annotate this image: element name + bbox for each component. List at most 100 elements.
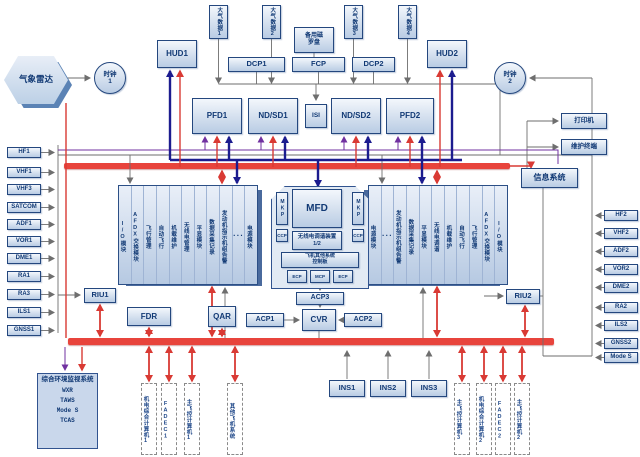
ima-cabinet-right: 电源模块 ··· 发动机指示机组告警 数据采集记录 平显模块 无线电调谐 机载维… — [368, 185, 508, 285]
acp3: ACP3 — [296, 292, 344, 305]
mkp-right: MKP — [352, 192, 364, 225]
radio-gnss1: GNSS1 — [7, 325, 41, 336]
dcp1: DCP1 — [228, 57, 285, 72]
mkp-left: MKP — [276, 192, 288, 225]
ins3: INS3 — [411, 380, 447, 397]
surveillance-taws: TAWS — [60, 396, 75, 404]
fcp: FCP — [292, 57, 345, 72]
module-fms-1: 飞行管理 — [144, 186, 157, 284]
other-aircraft-systems: 其他飞机系统 — [227, 383, 243, 455]
module-afdx-1: AFDX交换模块 — [132, 186, 145, 284]
primary-fcc-3: 主飞控计算机3 — [454, 383, 470, 455]
primary-fcc-1: 主飞控计算机1 — [184, 383, 200, 455]
radio-gnss2: GNSS2 — [604, 338, 638, 349]
radio-tuning-unit: 无线电调谐装置 1/2 — [292, 231, 342, 250]
riu2: RIU2 — [506, 289, 540, 304]
radio-ra3: RA3 — [7, 289, 41, 300]
module-power-1: 电源模块 — [245, 225, 252, 249]
hud1: HUD1 — [157, 40, 197, 68]
surveillance-title: 综合环境监视系统 — [41, 376, 94, 383]
pfd1: PFD1 — [192, 98, 242, 134]
fadec2: FADEC2 — [495, 383, 511, 455]
isi: ISI — [305, 104, 327, 128]
radio-dme2: DME2 — [604, 282, 638, 293]
info-system: 信息系统 — [521, 168, 578, 188]
fadec1: FADEC1 — [161, 383, 177, 455]
sub-panel-3: ECP — [333, 270, 353, 283]
radio-ils2: ILS2 — [604, 320, 638, 331]
surveillance-wxr: WXR — [62, 386, 73, 394]
acp2: ACP2 — [344, 313, 382, 327]
ins2: INS2 — [370, 380, 406, 397]
weather-radar: 气象雷达 — [4, 56, 68, 104]
radio-vhf2: VHF2 — [604, 228, 638, 239]
radio-vor2: VOR2 — [604, 264, 638, 275]
nd-sd2: ND/SD2 — [331, 98, 381, 134]
module-eicas-1: 发动机指示机组告警 — [220, 186, 233, 284]
air-data-2: 大气数据2 — [262, 5, 281, 39]
printer: 打印机 — [561, 113, 607, 129]
clock-1: 时钟 1 — [94, 62, 126, 94]
module-autoflight-2: 自动飞行 — [457, 186, 471, 284]
system-bus-bottom — [68, 338, 554, 345]
module-hud-2: 平显模块 — [420, 186, 433, 284]
dcp2: DCP2 — [352, 57, 395, 72]
radio-satcom: SATCOM — [7, 202, 41, 213]
radio-ra2: RA2 — [604, 302, 638, 313]
module-maintenance-2: 机载维护 — [445, 186, 458, 284]
radio-ra1: RA1 — [7, 271, 41, 282]
other-systems-control-panel: 飞机其他系统 控制板 — [281, 252, 359, 268]
ins1: INS1 — [329, 380, 365, 397]
radio-vhf1: VHF1 — [7, 167, 41, 178]
surveillance-tcas: TCAS — [60, 416, 75, 424]
mfd: MFD — [292, 189, 342, 228]
radio-vhf3: VHF3 — [7, 184, 41, 195]
radio-adf1: ADF1 — [7, 219, 41, 230]
hud2: HUD2 — [427, 40, 467, 68]
utility-computer-1: 机电综合计算机1 — [141, 383, 157, 455]
clock-2: 时钟 2 — [494, 62, 526, 94]
radio-ils1: ILS1 — [7, 307, 41, 318]
module-radio-tuning-2: 无线电调谐 — [432, 186, 445, 284]
air-data-1: 大气数据1 — [209, 5, 228, 39]
cvr: CVR — [302, 309, 336, 331]
air-data-4: 大气数据4 — [398, 5, 417, 39]
radio-vor1: VOR1 — [7, 236, 41, 247]
ima-cabinet-left: I/O模块 AFDX交换模块 飞行管理 自动飞行 机载维护 无线电管理 平显模块… — [118, 185, 258, 285]
primary-fcc-2: 主飞控计算机2 — [514, 383, 530, 455]
maintenance-terminal: 维护终端 — [561, 139, 607, 155]
fdr: FDR — [127, 307, 171, 326]
standby-compass: 备用磁 罗盘 — [294, 27, 334, 53]
module-eicas-2: 发动机指示机组告警 — [394, 186, 407, 284]
module-ellipsis-2: ··· — [382, 186, 395, 284]
radio-dme1: DME1 — [7, 253, 41, 264]
ccp-right: CCP — [352, 229, 364, 242]
pfd2: PFD2 — [386, 98, 434, 134]
module-afdx-2: AFDX交换模块 — [483, 186, 496, 284]
nd-sd1: ND/SD1 — [248, 98, 298, 134]
qar: QAR — [208, 306, 236, 327]
module-power-2: 电源模块 — [369, 186, 382, 284]
module-ellipsis-1: ··· — [233, 186, 246, 284]
module-io-1: I/O模块 — [119, 186, 132, 284]
radio-hf1: HF1 — [7, 147, 41, 158]
module-io-2: I/O模块 — [495, 221, 502, 253]
utility-computer-2: 机电综合计算机2 — [476, 383, 492, 455]
module-radio-mgmt-1: 无线电管理 — [182, 186, 195, 284]
sub-panel-1: ECP — [287, 270, 307, 283]
surveillance-mode-s: Mode S — [56, 406, 79, 414]
module-data-record-2: 数据采集记录 — [407, 186, 420, 284]
display-bus-top — [64, 163, 510, 169]
module-autoflight-1: 自动飞行 — [157, 186, 170, 284]
ccp-left: CCP — [276, 229, 288, 242]
module-maintenance-1: 机载维护 — [170, 186, 183, 284]
module-fms-2: 飞行管理 — [470, 186, 483, 284]
sub-panel-2: MCP — [310, 270, 330, 283]
radio-hf2: HF2 — [604, 210, 638, 221]
acp1: ACP1 — [246, 313, 284, 327]
surveillance-system: 综合环境监视系统 WXR TAWS Mode S TCAS — [37, 373, 98, 449]
radio-mode-s: Mode S — [604, 352, 638, 363]
module-hud-1: 平显模块 — [195, 186, 208, 284]
module-data-record-1: 数据采集记录 — [207, 186, 221, 284]
